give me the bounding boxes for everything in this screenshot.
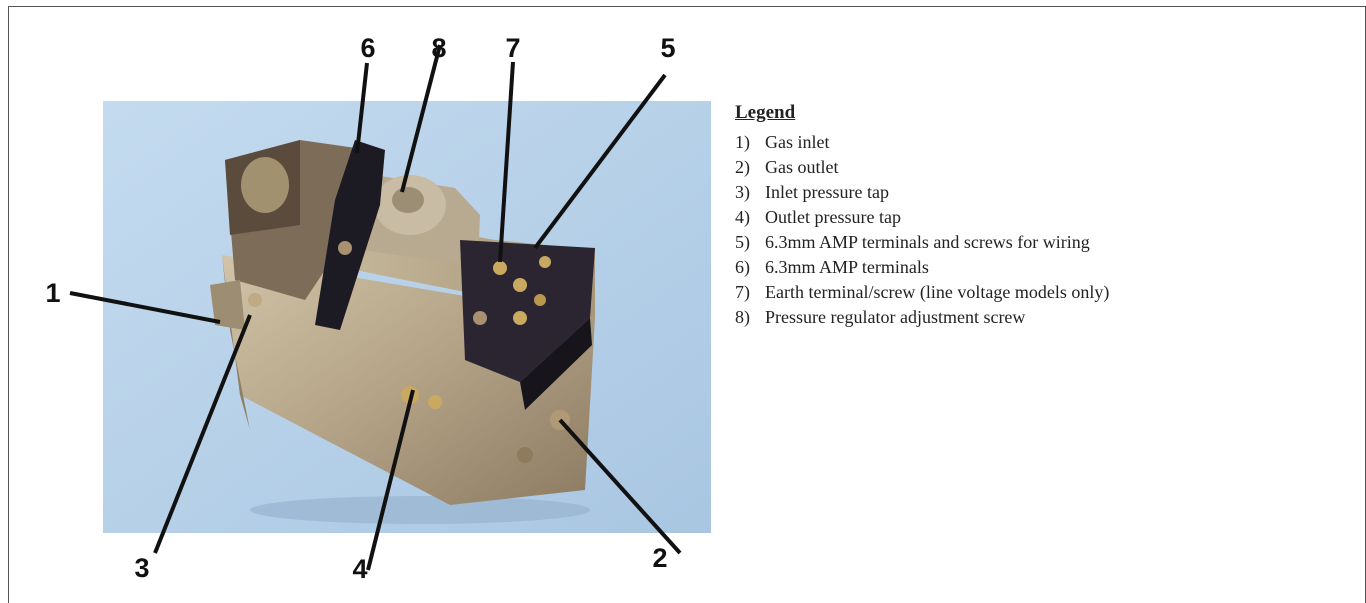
legend-item: 4) Outlet pressure tap [735, 205, 1335, 230]
legend-item-label: Pressure regulator adjustment screw [765, 307, 1026, 327]
leader-line-7 [498, 61, 515, 263]
callout-8: 8 [431, 33, 446, 63]
legend-item-label: 6.3mm AMP terminals and screws for wirin… [765, 232, 1090, 252]
leader-line-8 [400, 44, 442, 193]
legend-item: 3) Inlet pressure tap [735, 180, 1335, 205]
gas-valve-diagram: 1 2 3 4 5 6 7 8 [45, 33, 711, 584]
legend-item-label: Outlet pressure tap [765, 207, 901, 227]
callout-3: 3 [134, 553, 149, 583]
legend-item-number: 1) [735, 132, 750, 152]
callout-4: 4 [352, 554, 367, 584]
legend-item: 6) 6.3mm AMP terminals [735, 255, 1335, 280]
callout-7: 7 [505, 33, 520, 63]
legend-item-label: Earth terminal/screw (line voltage model… [765, 282, 1110, 302]
valve-photo [210, 140, 595, 524]
legend-item-number: 5) [735, 232, 750, 252]
leader-line-6 [355, 62, 369, 154]
legend-item-label: Gas outlet [765, 157, 839, 177]
legend-list: 1) Gas inlet 2) Gas outlet 3) Inlet pres… [735, 130, 1335, 330]
legend-item-number: 4) [735, 207, 750, 227]
leader-line-1 [69, 291, 221, 324]
legend-item: 8) Pressure regulator adjustment screw [735, 305, 1335, 330]
legend-item: 2) Gas outlet [735, 155, 1335, 180]
legend-item-label: 6.3mm AMP terminals [765, 257, 929, 277]
callout-6: 6 [360, 33, 375, 63]
leader-line-2 [558, 418, 682, 555]
leader-line-4 [366, 389, 415, 571]
leader-line-5 [533, 73, 667, 250]
leader-line-3 [153, 314, 252, 554]
legend-item-number: 6) [735, 257, 750, 277]
legend-item: 1) Gas inlet [735, 130, 1335, 155]
callout-1: 1 [45, 278, 60, 308]
callout-2: 2 [652, 543, 667, 573]
legend-item: 7) Earth terminal/screw (line voltage mo… [735, 280, 1335, 305]
legend: Legend 1) Gas inlet 2) Gas outlet 3) Inl… [735, 102, 1335, 330]
legend-item-number: 2) [735, 157, 750, 177]
legend-item-label: Inlet pressure tap [765, 182, 889, 202]
legend-item-number: 8) [735, 307, 750, 327]
legend-title: Legend [735, 102, 796, 123]
legend-item: 5) 6.3mm AMP terminals and screws for wi… [735, 230, 1335, 255]
leader-lines [69, 44, 682, 571]
legend-item-number: 7) [735, 282, 750, 302]
legend-item-label: Gas inlet [765, 132, 830, 152]
callout-5: 5 [660, 33, 675, 63]
legend-item-number: 3) [735, 182, 750, 202]
